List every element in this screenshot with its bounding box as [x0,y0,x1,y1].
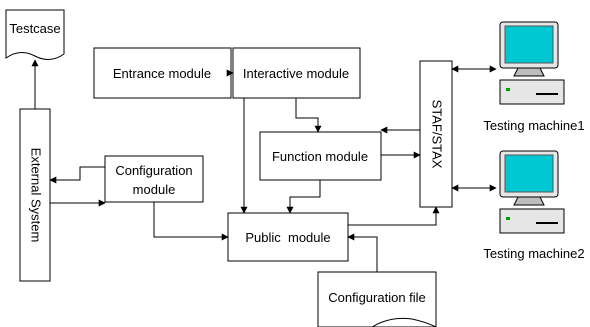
testcase-label: Testcase [9,21,60,36]
connectors [31,59,497,272]
staf-stax-box: STAF/STAX [419,60,453,208]
arrow-public-to-staf [348,206,440,226]
configuration-module-box: Configuration module [104,155,204,203]
arrow-config-to-public [153,202,229,241]
arrow-configfile-to-public [347,233,378,272]
arrow-function-to-public [286,180,321,214]
testcase-document: Testcase [5,9,65,60]
configuration-file-label: Configuration file [328,290,426,305]
interactive-module-label: Interactive module [243,66,349,81]
testing-machine2-computer-icon [499,150,565,234]
external-system-box: External System [19,108,51,282]
external-system-label: External System [29,148,44,243]
configuration-file-document: Configuration file [317,271,437,327]
function-module-label: Function module [272,149,368,164]
arrow-interactive-to-function [295,98,322,133]
entrance-module-box: Entrance module [93,47,232,99]
staf-stax-label: STAF/STAX [430,100,445,169]
public-module-label: Public module [245,230,330,245]
configuration-module-label-line2: module [133,182,176,197]
arrow-config-to-external [49,166,105,184]
public-module-box: Public module [227,212,349,262]
testing-machine1-label: Testing machine1 [483,118,584,133]
interactive-module-box: Interactive module [232,47,361,99]
entrance-module-label: Entrance module [113,66,211,81]
testing-machine1-computer-icon [499,21,565,105]
function-module-box: Function module [259,131,382,181]
testing-machine2-label: Testing machine2 [483,246,584,261]
configuration-module-label-line1: Configuration [115,163,192,178]
